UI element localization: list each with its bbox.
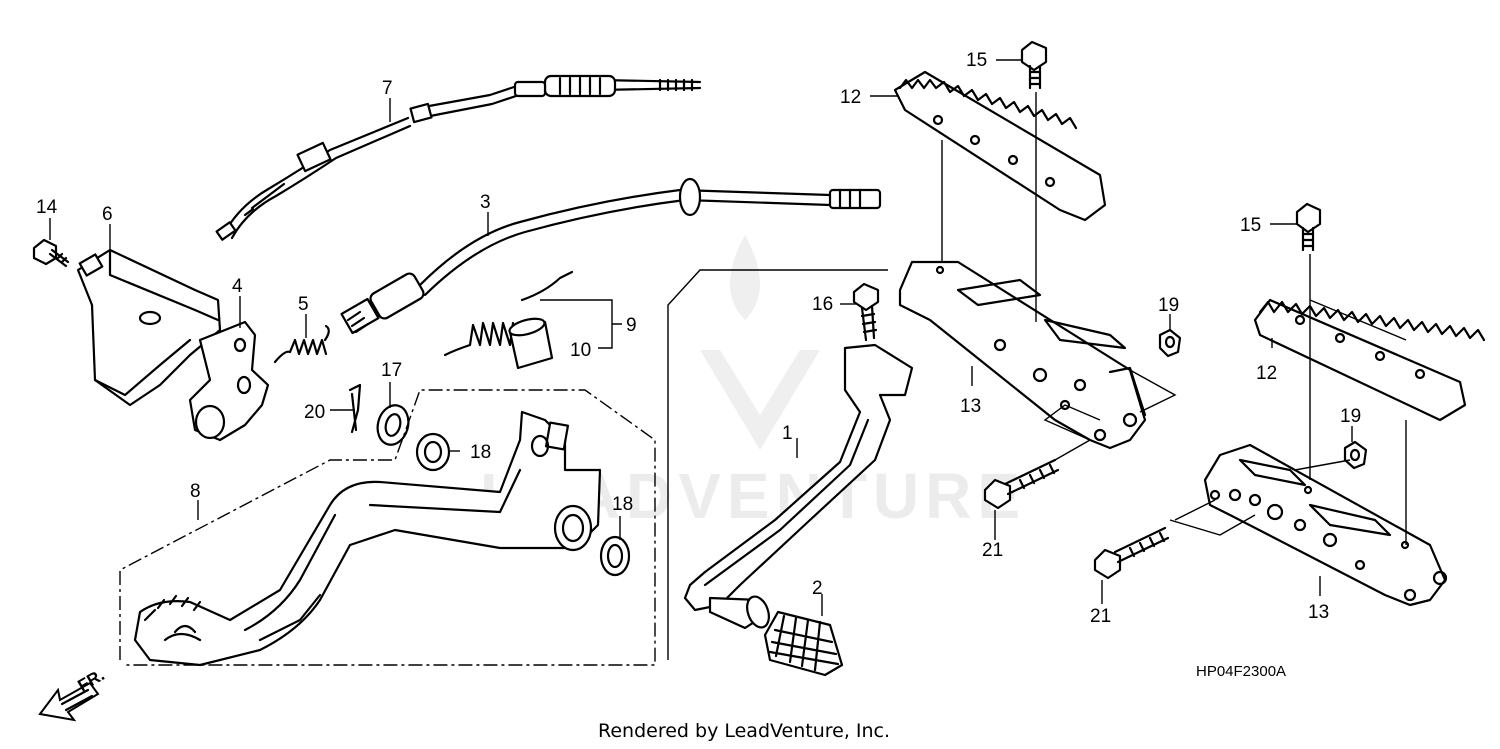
bolt-14 — [32, 238, 70, 268]
callout-7: 7 — [382, 78, 393, 99]
leader-lines — [49, 59, 1353, 616]
lever-1 — [683, 343, 914, 630]
section-divider — [667, 269, 888, 660]
cable-3 — [340, 177, 882, 335]
callout-19-lower: 19 — [1340, 406, 1361, 427]
diagram-code: HP04F2300A — [1196, 663, 1286, 680]
callout-15-upper: 15 — [966, 50, 987, 71]
brake-pedal-8 — [133, 410, 602, 667]
callout-15-lower: 15 — [1240, 215, 1261, 236]
nut-19-lower — [1343, 440, 1368, 470]
step-12-lower — [1253, 298, 1486, 422]
bracket-6 — [76, 248, 222, 407]
callout-3: 3 — [480, 192, 491, 213]
bolt-15-upper — [1020, 40, 1048, 90]
callout-12-lower: 12 — [1256, 363, 1277, 384]
step-12-upper — [893, 70, 1107, 222]
callout-6: 6 — [102, 204, 113, 225]
callout-18-lower: 18 — [612, 494, 633, 515]
callout-5: 5 — [298, 294, 309, 315]
washer-17 — [376, 404, 410, 446]
bearing-18-lower — [599, 535, 631, 577]
bolt-21-lower — [1093, 526, 1170, 580]
callout-21-lower: 21 — [1090, 606, 1111, 627]
callout-12-upper: 12 — [840, 87, 861, 108]
nut-19-upper — [1158, 328, 1182, 358]
callout-17: 17 — [381, 360, 402, 381]
callout-2: 2 — [812, 578, 823, 599]
callout-19-upper: 19 — [1158, 295, 1179, 316]
callout-14: 14 — [36, 197, 58, 218]
front-direction-arrow: FR. — [38, 665, 108, 722]
collar-10 — [508, 317, 554, 370]
callout-8: 8 — [190, 481, 201, 502]
callout-10: 10 — [570, 340, 591, 361]
bracket-13-upper — [898, 260, 1147, 450]
bolt-21-upper — [983, 458, 1060, 510]
callout-18-upper: 18 — [470, 442, 491, 463]
callout-1: 1 — [782, 423, 793, 444]
bolt-15-lower — [1295, 202, 1322, 252]
callout-numbers: 1 2 3 4 5 6 7 8 9 10 12 12 13 13 14 15 1… — [36, 50, 1361, 627]
callout-21-upper: 21 — [982, 540, 1003, 561]
spring-5 — [273, 324, 330, 364]
callout-13-upper: 13 — [960, 396, 981, 417]
cable-7 — [215, 74, 702, 241]
callout-13-lower: 13 — [1308, 602, 1329, 623]
callout-4: 4 — [232, 276, 243, 297]
callout-9: 9 — [626, 315, 637, 336]
assembly-guide-lines — [941, 92, 1407, 545]
bracket-13-lower — [1203, 443, 1448, 607]
pedal-group-outline — [119, 389, 656, 666]
cotter-pin-20 — [348, 383, 362, 434]
callout-20: 20 — [304, 402, 325, 423]
bearing-18-upper — [415, 432, 451, 472]
footer-credit: Rendered by LeadVenture, Inc. — [598, 720, 890, 742]
callout-16: 16 — [812, 294, 833, 315]
bolt-16 — [852, 282, 880, 342]
bracket-4 — [188, 320, 270, 442]
rubber-2 — [763, 610, 844, 677]
spring-9 — [443, 270, 574, 357]
